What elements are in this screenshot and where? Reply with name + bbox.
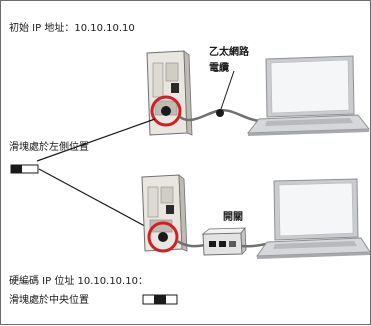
ethernet-device-icon (146, 50, 193, 136)
port-top (161, 106, 171, 116)
slider-switch-center-icon (142, 294, 178, 305)
callout-line-bottom (38, 168, 155, 232)
ethernet-device-icon (141, 174, 188, 252)
ethernet-cable-label: 乙太網路 電纜 (209, 47, 249, 74)
laptop-computer-icon (256, 178, 371, 259)
slider-center-label: 滑塊處於中央位置 (9, 295, 89, 306)
default-ip-label: 初始 IP 地址：10.10.10.10 (9, 23, 135, 34)
callout-line-top (36, 118, 156, 162)
cable-callout-line (220, 70, 235, 110)
cable-callout-dot (216, 109, 224, 117)
slider-left-label: 滑塊處於左側位置 (9, 142, 89, 153)
port-bottom (158, 232, 168, 242)
highlight-ring-top (150, 95, 182, 127)
ethernet-cable-bottom-a (176, 239, 206, 248)
network-switch-icon (201, 226, 247, 256)
laptop-computer-icon (246, 55, 371, 136)
switch-label: 開關 (223, 212, 243, 223)
slider-switch-left-icon (10, 164, 39, 174)
highlight-ring-bottom (147, 221, 179, 253)
hardcoded-ip-label: 硬編碼 IP 位址 10.10.10.10： (9, 276, 148, 287)
